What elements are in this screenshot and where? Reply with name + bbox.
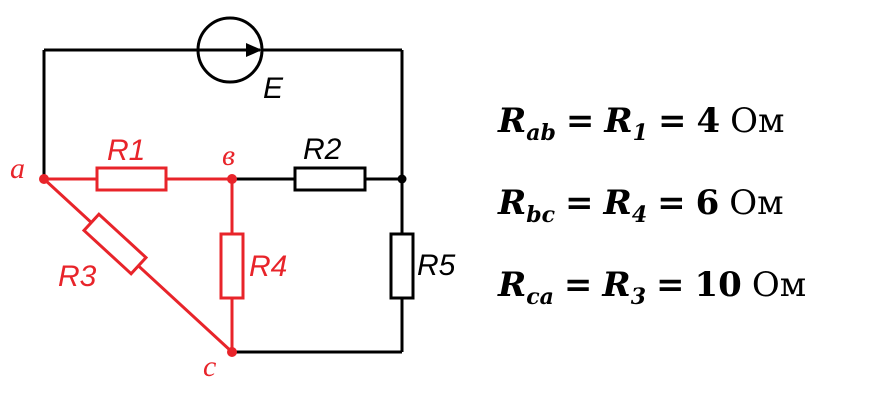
eq1-var: R xyxy=(498,101,527,141)
node-b-label: в xyxy=(222,139,235,172)
r4-label: R4 xyxy=(249,250,287,283)
eq1-equals-1: = xyxy=(565,101,595,141)
eq2-equals-1: = xyxy=(565,183,594,223)
eq3-eq-var: R xyxy=(602,265,631,305)
eq1-value: 4 xyxy=(696,101,721,141)
eq3-unit: Ом xyxy=(751,265,807,305)
eq2-eq-sub: 4 xyxy=(631,202,648,228)
eq3-eq-sub: 3 xyxy=(630,284,646,310)
resistor-r2 xyxy=(293,166,367,192)
voltage-source-e xyxy=(196,16,264,84)
eq3-value: 10 xyxy=(694,265,742,305)
black-wiring xyxy=(42,48,404,354)
r1-label: R1 xyxy=(107,134,145,167)
r5-label: R5 xyxy=(417,249,456,282)
eq1-unit: Ом xyxy=(730,101,785,141)
eq3-equals-1: = xyxy=(563,265,593,305)
node-a-dot xyxy=(39,174,49,184)
node-a-label: a xyxy=(10,152,25,185)
eq3-equals-2: = xyxy=(656,265,685,305)
source-label: E xyxy=(263,72,284,105)
eq1-eq-sub: 1 xyxy=(632,120,648,146)
resistor-r5 xyxy=(389,232,415,300)
eq2-eq-var: R xyxy=(603,183,632,223)
resistor-r1 xyxy=(95,166,168,192)
eq2-unit: Ом xyxy=(729,183,784,223)
eq1-equals-2: = xyxy=(657,101,687,141)
eq2-var: R xyxy=(498,183,527,223)
eq3-sub: ca xyxy=(526,284,554,310)
node-b-dot xyxy=(227,174,237,184)
junction-dot-right xyxy=(397,174,407,184)
eq2-value: 6 xyxy=(695,183,720,223)
resistor-r3 xyxy=(81,212,149,276)
circuit-diagram: E R2 R5 R1 R4 R3 a в c xyxy=(10,16,456,383)
resistor-r4 xyxy=(219,232,245,300)
eq1-eq-var: R xyxy=(604,101,633,141)
r2-label: R2 xyxy=(303,133,342,166)
eq1-sub: ab xyxy=(526,120,556,146)
r3-label: R3 xyxy=(58,260,97,293)
eq3-var: R xyxy=(498,265,527,305)
eq2-equals-2: = xyxy=(657,183,686,223)
eq2-sub: bc xyxy=(526,202,556,228)
node-c-label: c xyxy=(203,350,216,383)
node-c-dot xyxy=(227,347,237,357)
